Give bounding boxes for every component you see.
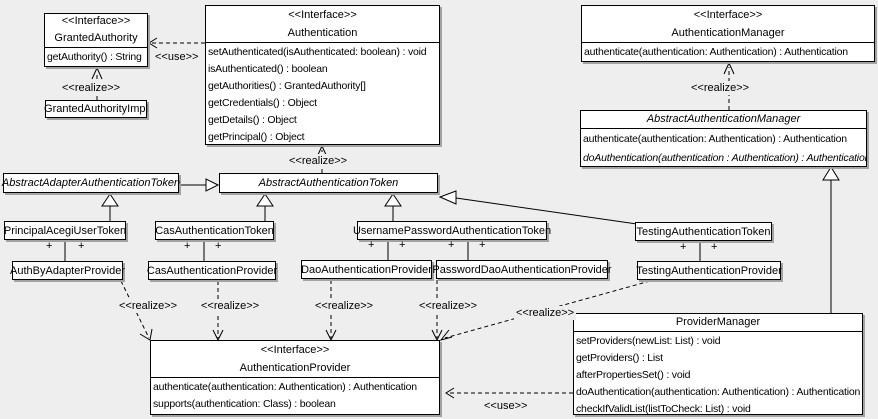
open-arrowhead-icon [316,144,328,158]
realize-label: <<realize>> [313,299,376,313]
association-plus-label: + [399,239,406,251]
class-box-cas-authentication-provider[interactable]: CasAuthenticationProvider [146,261,278,280]
class-name: TestingAuthenticationProvider [636,264,782,277]
method-label: afterPropertiesSet() : void [576,369,691,381]
class-name: TestingAuthenticationToken [636,225,771,238]
method-label: authenticate(authentication: Authenticat… [584,46,848,58]
open-arrowhead-icon [148,37,158,49]
association-plus-label: + [46,240,53,252]
open-arrowhead-icon [445,387,455,399]
class-name: AbstractAdapterAuthenticationToken [1,177,181,189]
method-label: isAuthenticated() : boolean [208,63,328,75]
realize-label: <<realize>> [689,81,752,95]
class-box-provider-manager[interactable]: ProviderManager setProviders(newList: Li… [573,313,863,415]
class-box-dao-authentication-provider[interactable]: DaoAuthenticationProvider [301,260,432,279]
class-name: AbstractAuthenticationManager [646,113,801,125]
method-label: authenticate(authentication: Authenticat… [153,381,417,393]
class-name: AbstractAuthenticationToken [258,177,399,189]
method-label: authenticate(authentication: Authenticat… [583,133,847,145]
realize-label: <<realize>> [117,299,180,313]
class-name: ProviderManager [675,316,761,328]
class-name: DaoAuthenticationProvider [301,263,432,276]
method-label: doAuthentication(authentication: Authent… [576,386,861,398]
generalization-arrowhead [822,166,840,181]
method-label: getAuthorities() : GrantedAuthority[] [208,80,366,92]
open-arrowhead-icon [139,328,153,341]
class-box-abstract-adapter-authentication-token[interactable]: AbstractAdapterAuthenticationToken [1,173,181,193]
realize-label: <<realize>> [514,306,577,320]
class-box-testing-authentication-token[interactable]: TestingAuthenticationToken [635,222,772,241]
generalization-arrowhead [438,190,457,205]
generalization-edge-testingauthenticationtoken [455,197,638,225]
method-label: getAuthority() : String [47,51,142,63]
class-box-auth-by-adapter-provider[interactable]: AuthByAdapterProvider [10,261,125,280]
generalization-arrowhead [101,193,119,207]
method-label: checkIfValidList(listToCheck: List) : vo… [576,403,751,415]
class-name: CasAuthenticationToken [155,224,274,237]
association-plus-label: + [448,239,455,251]
open-arrowhead-icon [439,329,453,341]
realize-label: <<realize>> [199,299,262,313]
method-label: doAuthentication(authentication : Authen… [583,152,867,164]
association-plus-label: + [711,241,718,253]
class-name: AuthenticationManager [671,27,785,39]
method-label: getProviders() : List [576,352,663,364]
use-label: <<use>> [153,50,201,64]
association-plus-label: + [215,240,222,252]
class-name: PrincipalAcegiUserToken [3,224,127,237]
stereotype-label: <<Interface>> [693,9,763,21]
class-name: UsernamePasswordAuthenticationToken [352,224,552,237]
class-box-cas-authentication-token[interactable]: CasAuthenticationToken [155,221,274,240]
class-box-testing-authentication-provider[interactable]: TestingAuthenticationProvider [636,261,782,280]
method-label: setAuthenticated(isAuthenticated: boolea… [208,46,427,58]
class-name: PasswordDaoAuthenticationProvider [432,263,612,276]
method-label: getPrincipal() : Object [208,131,305,143]
class-box-authentication-provider[interactable]: <<Interface>> AuthenticationProvider aut… [150,340,440,415]
method-label: supports(authentication: Class) : boolea… [153,398,336,410]
realize-label: <<realize>> [287,154,350,168]
class-box-abstract-authentication-token[interactable]: AbstractAuthenticationToken [219,173,438,193]
association-plus-label: + [368,239,375,251]
class-box-granted-authority-impl[interactable]: GrantedAuthorityImpl [44,100,148,118]
association-plus-label: + [184,240,191,252]
class-box-username-password-authentication-token[interactable]: UsernamePasswordAuthenticationToken [353,221,551,240]
class-name: CasAuthenticationProvider [146,264,278,277]
class-name: AuthenticationProvider [239,362,351,374]
association-plus-label: + [680,241,687,253]
generalization-arrowhead [256,193,274,207]
class-box-principal-acegi-user-token[interactable]: PrincipalAcegiUserToken [4,221,126,240]
class-box-abstract-authentication-manager[interactable]: AbstractAuthenticationManager authentica… [580,110,867,167]
association-plus-label: + [78,240,85,252]
open-arrowhead-icon [723,61,735,75]
method-label: setProviders(newList: List) : void [576,335,721,347]
association-plus-label: + [479,239,486,251]
class-box-authentication-manager[interactable]: <<Interface>> AuthenticationManager auth… [581,5,875,62]
class-name: Authentication [287,27,358,39]
method-label: getDetails() : Object [208,114,297,126]
class-name: AuthByAdapterProvider [10,264,125,277]
class-box-authentication[interactable]: <<Interface>> Authentication setAuthenti… [205,5,440,145]
realize-label: <<realize>> [417,299,480,313]
class-name: GrantedAuthority [54,32,138,44]
stereotype-label: <<Interface>> [260,344,330,356]
generalization-arrowhead [384,193,402,207]
class-box-password-dao-authentication-provider[interactable]: PasswordDaoAuthenticationProvider [432,260,612,279]
stereotype-label: <<Interface>> [61,15,131,27]
class-name: GrantedAuthorityImpl [44,103,148,115]
class-box-granted-authority[interactable]: <<Interface>> GrantedAuthority getAuthor… [44,13,148,67]
open-arrowhead-icon [91,66,103,80]
realize-label: <<realize>> [60,81,123,95]
use-label: <<use>> [482,399,530,413]
generalization-arrowhead [205,178,220,192]
stereotype-label: <<Interface>> [288,9,357,21]
method-label: getCredentials() : Object [208,97,317,109]
